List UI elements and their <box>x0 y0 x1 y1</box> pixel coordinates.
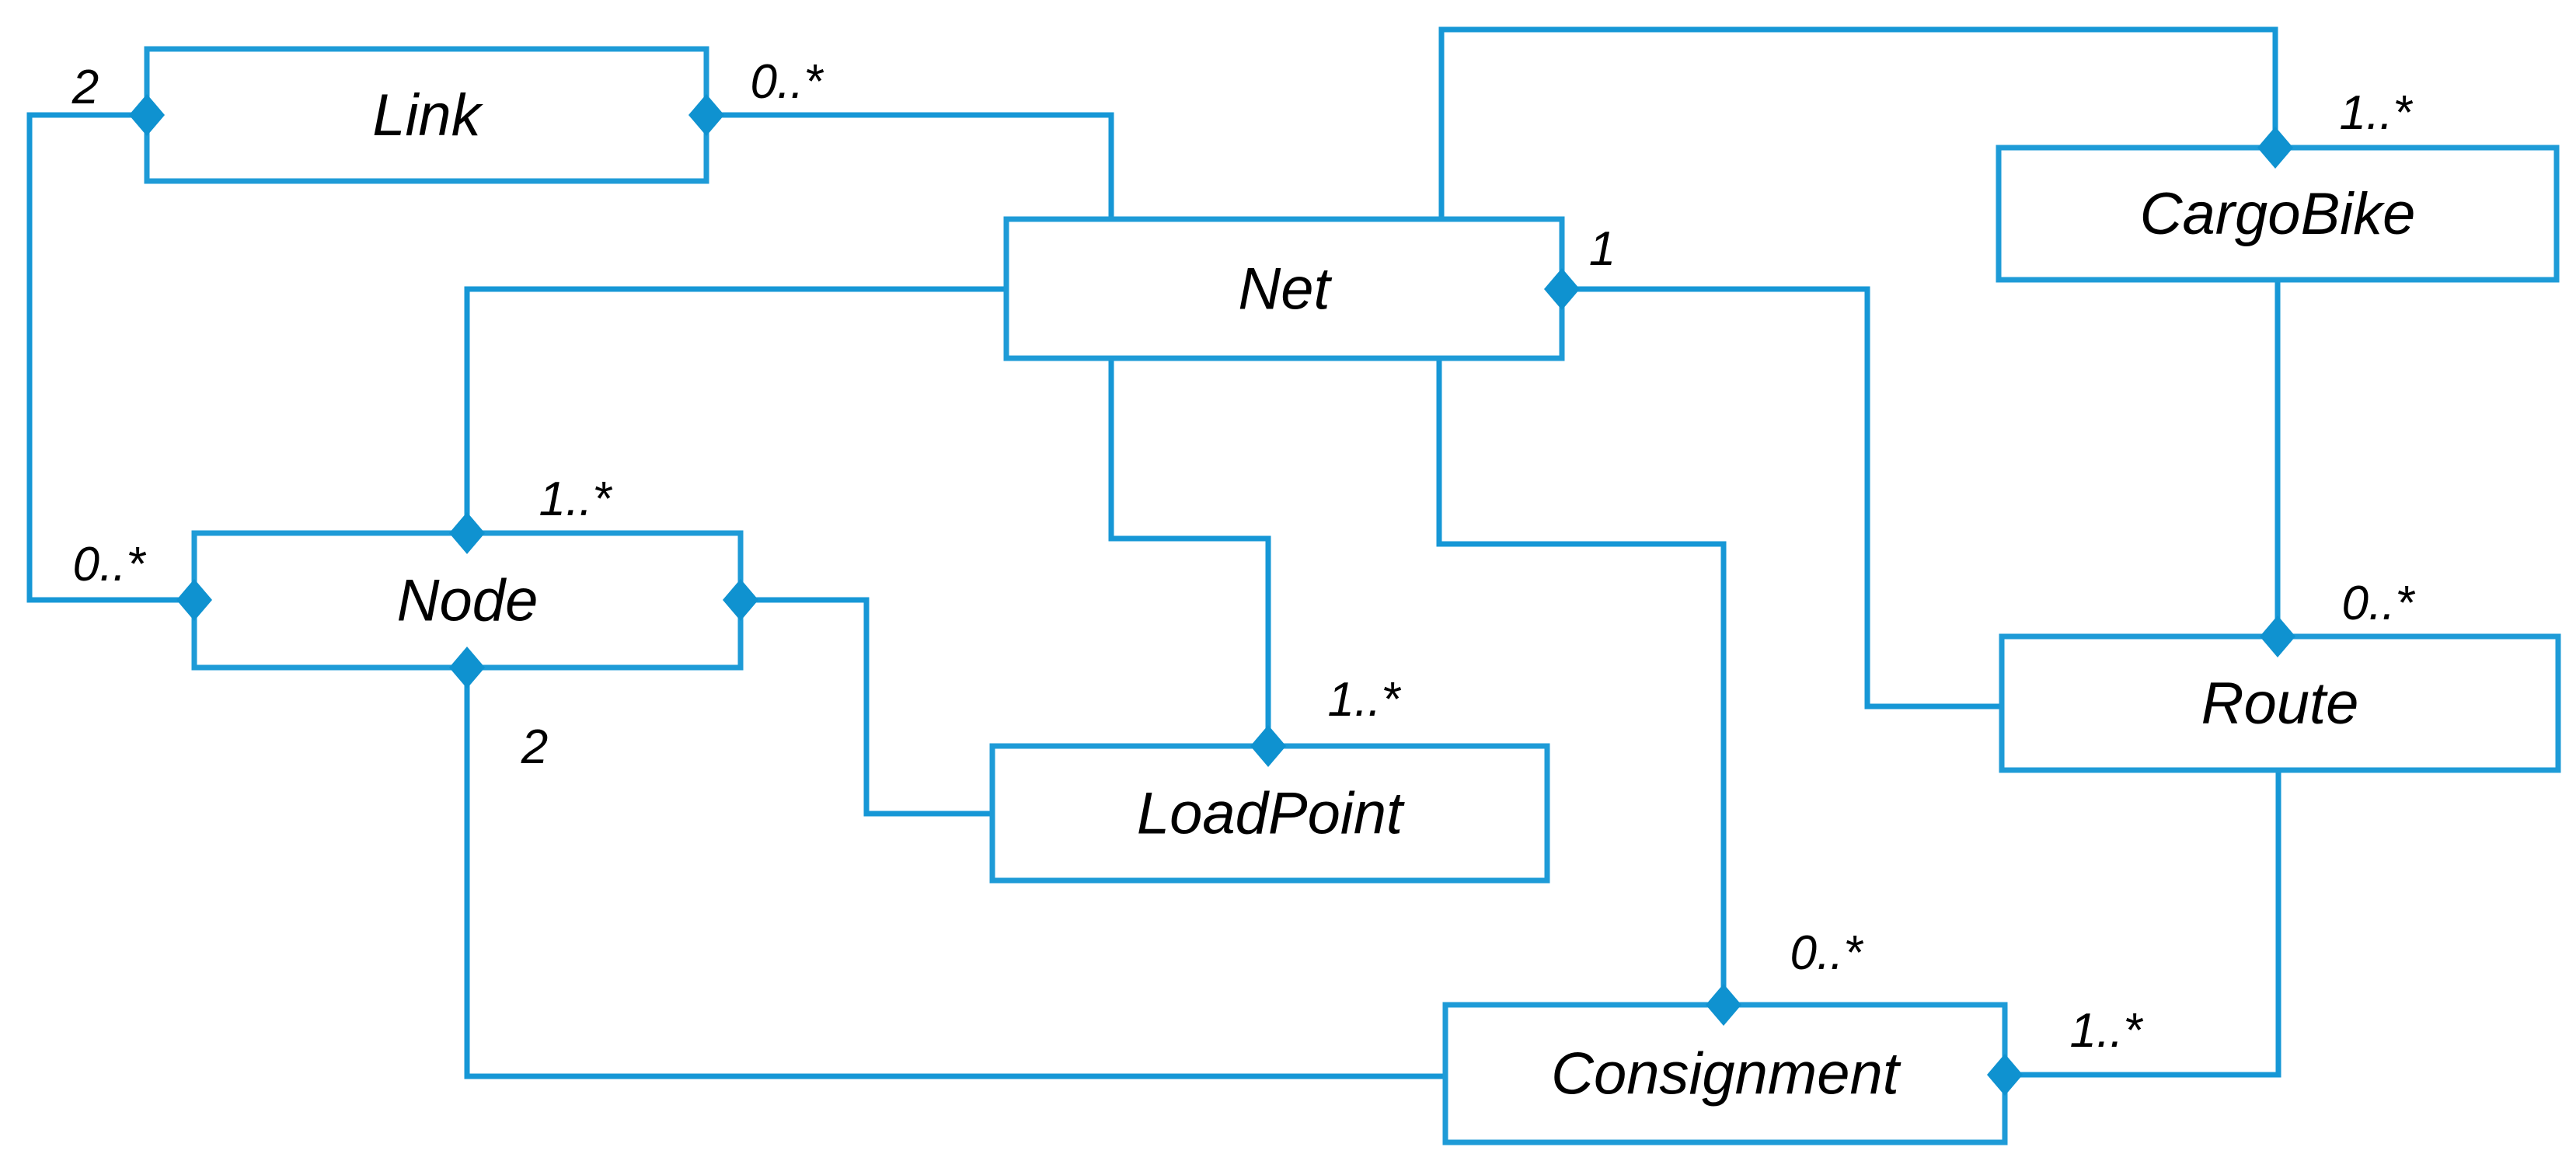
class-consignment: Consignment <box>1442 1002 2008 1145</box>
connector-line-route-consignment <box>2005 770 2281 1078</box>
connector-node-net <box>464 286 1006 533</box>
connector-line-node-loadpoint <box>741 597 992 817</box>
multiplicity-label-mult-consignment-right: 1..* <box>2069 1004 2143 1058</box>
diamonds-route-consignment <box>1987 1054 2023 1096</box>
aggregation-diamond-icon <box>1544 268 1580 310</box>
connector-net-consignment <box>1436 358 1727 1005</box>
diamonds-net-route <box>1544 268 1580 310</box>
diamonds-link-net <box>688 94 724 136</box>
class-name-link: Link <box>372 82 483 148</box>
connector-node-consignment <box>464 668 1445 1079</box>
aggregation-diamond-icon <box>449 512 485 554</box>
diamonds-link-node <box>129 94 212 621</box>
class-name-consignment: Consignment <box>1551 1041 1901 1107</box>
diamonds-cargobike-route <box>2260 615 2295 657</box>
connector-line-net-cargobike <box>1438 26 2278 219</box>
multiplicity-label-mult-link-left: 2 <box>71 61 99 114</box>
connector-line-link-net <box>706 112 1114 219</box>
connector-line-node-consignment <box>464 668 1445 1079</box>
aggregation-diamond-icon <box>176 579 212 621</box>
class-link: Link <box>144 46 709 184</box>
connector-net-cargobike <box>1438 26 2278 219</box>
class-route: Route <box>1999 633 2561 773</box>
connector-line-node-net <box>464 286 1006 533</box>
aggregation-diamond-icon <box>1987 1054 2023 1096</box>
class-name-node: Node <box>397 568 539 634</box>
diamonds-node-net <box>449 512 485 554</box>
class-name-loadpoint: LoadPoint <box>1137 781 1405 847</box>
connector-link-net <box>706 112 1114 219</box>
multiplicity-label-mult-link-right: 0..* <box>750 55 824 109</box>
aggregation-diamond-icon <box>2257 127 2293 169</box>
aggregation-diamond-icon <box>723 579 758 621</box>
aggregation-diamond-icon <box>2260 615 2295 657</box>
class-net: Net <box>1003 216 1565 361</box>
diamonds-net-loadpoint <box>1250 725 1286 767</box>
class-box-link <box>144 46 709 184</box>
connector-line-net-loadpoint <box>1108 358 1271 746</box>
connector-net-route <box>1562 286 2002 710</box>
diamonds-net-cargobike <box>2257 127 2293 169</box>
class-box-net <box>1003 216 1565 361</box>
multiplicity-label-mult-route-top: 0..* <box>2341 577 2415 630</box>
multiplicity-label-mult-consignment-top: 0..* <box>1790 926 1863 980</box>
connector-link-node <box>26 112 194 603</box>
class-name-net: Net <box>1238 256 1332 323</box>
connector-net-loadpoint <box>1108 358 1271 746</box>
class-cargobike: CargoBike <box>1996 145 2560 283</box>
class-name-route: Route <box>2201 671 2359 737</box>
multiplicity-label-mult-cargobike-top: 1..* <box>2339 86 2413 140</box>
diamonds-node-consignment <box>449 647 485 689</box>
multiplicity-label-mult-node-top: 1..* <box>539 472 612 526</box>
diamonds-net-consignment <box>1706 984 1741 1026</box>
aggregation-diamond-icon <box>129 94 165 136</box>
connector-line-link-node <box>26 112 194 603</box>
connector-line-net-route <box>1562 286 2002 710</box>
connector-node-loadpoint <box>741 597 992 817</box>
aggregation-diamond-icon <box>1250 725 1286 767</box>
aggregation-diamond-icon <box>1706 984 1741 1026</box>
connector-route-consignment <box>2005 770 2281 1078</box>
aggregation-diamond-icon <box>688 94 724 136</box>
class-box-loadpoint <box>989 743 1550 884</box>
multiplicity-label-mult-net-right: 1 <box>1589 222 1616 276</box>
aggregation-diamond-icon <box>449 647 485 689</box>
diamonds-node-loadpoint <box>723 579 758 621</box>
multiplicity-label-mult-node-left: 0..* <box>72 538 146 591</box>
class-loadpoint: LoadPoint <box>989 743 1550 884</box>
multiplicity-label-mult-loadpoint-top: 1..* <box>1327 673 1401 727</box>
class-name-cargobike: CargoBike <box>2140 181 2416 247</box>
multiplicity-label-mult-node-bottom: 2 <box>521 720 548 774</box>
connector-line-net-consignment <box>1436 358 1727 1005</box>
